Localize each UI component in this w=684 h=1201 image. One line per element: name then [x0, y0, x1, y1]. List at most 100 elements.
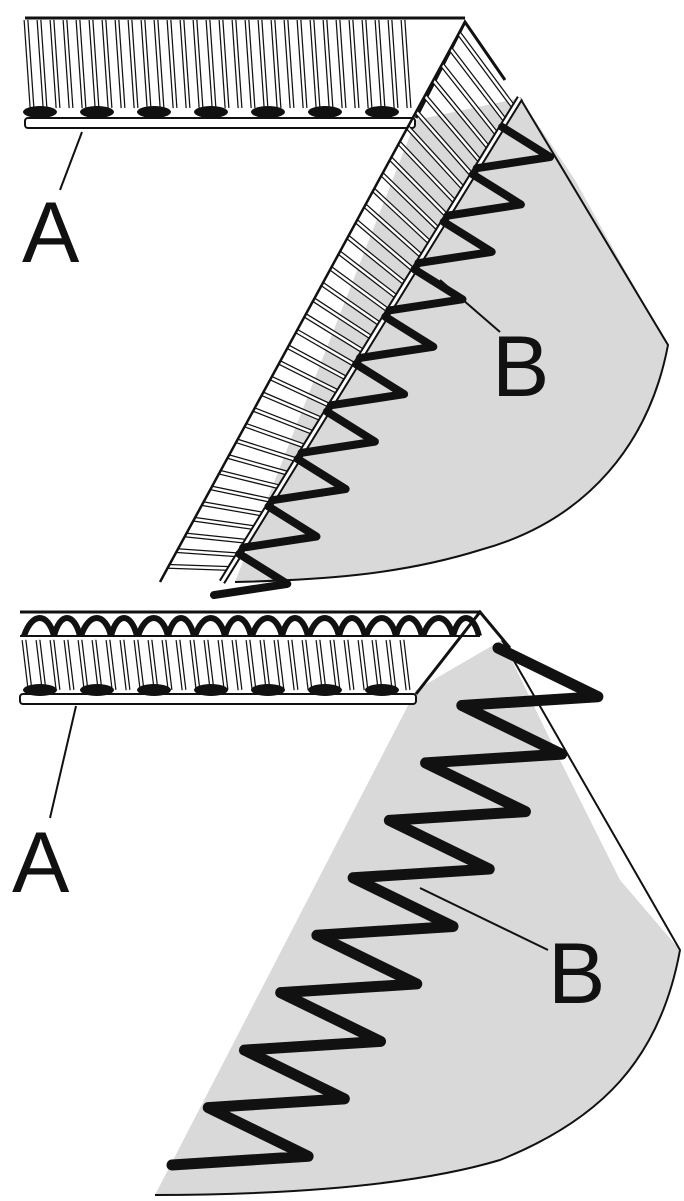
loop-thread-core [372, 189, 432, 245]
overlock-stitch [443, 170, 525, 220]
loop-thread-core [120, 639, 130, 691]
loop-thread-core [76, 19, 86, 109]
leader-line-b [439, 279, 501, 333]
top-loop [222, 615, 254, 637]
top-loop [306, 615, 342, 638]
loop-thread-core [381, 173, 440, 231]
loop-thread-core [219, 471, 281, 489]
loop-thread-core [274, 639, 284, 691]
stitch-knot [23, 684, 57, 696]
top-loop [165, 615, 197, 637]
loop-thread-core [176, 549, 239, 557]
loop-thread-core [358, 639, 368, 691]
leader-line-b [419, 887, 549, 951]
loop-thread-core [338, 251, 398, 299]
stitch-knot [365, 106, 399, 118]
loop-thread-core [154, 19, 164, 109]
loop-thread-core [78, 639, 88, 691]
top-loop [450, 615, 482, 637]
horizontal-band [21, 615, 482, 691]
bottom-figure [19, 609, 682, 1196]
loop-thread-core [415, 110, 474, 177]
loop-thread-core [386, 639, 396, 691]
stitch-knot [137, 106, 171, 118]
overlock-stitch [297, 407, 379, 457]
stitch-knot [251, 106, 285, 118]
loop-thread-core [134, 639, 144, 691]
zigzag-stitch [166, 642, 604, 1171]
overlock-stitch [414, 217, 496, 268]
loop-thread-core [364, 204, 424, 258]
loop-thread-core [50, 19, 60, 109]
loop-thread-core [347, 236, 407, 285]
loop-thread-core [349, 19, 359, 109]
loop-thread-core [232, 19, 242, 109]
leader-line-a [49, 705, 77, 819]
zigzag-line [166, 642, 604, 1171]
loop-thread-core [355, 220, 415, 272]
top-label-a: A [22, 185, 80, 281]
stitch-knot [251, 684, 285, 696]
top-loop [135, 615, 171, 638]
loop-thread-core [449, 48, 507, 122]
top-loop [363, 615, 399, 638]
loop-thread-core [398, 142, 457, 204]
overlock-stitch [268, 455, 350, 505]
loop-thread-core [232, 639, 242, 691]
loop-thread-core [310, 19, 320, 109]
loop-thread-core [246, 639, 256, 691]
top-loop [21, 615, 57, 638]
stitch-knot [308, 684, 342, 696]
stitch-knot [308, 106, 342, 118]
loop-thread-core [400, 639, 410, 691]
loop-thread-core [22, 639, 32, 691]
loop-thread-core [330, 267, 390, 312]
loop-thread-core [302, 639, 312, 691]
loop-thread-core [206, 19, 216, 109]
loop-thread-core [304, 314, 365, 353]
loop-thread-core [330, 639, 340, 691]
binding-strip [24, 117, 416, 129]
loop-thread-core [316, 639, 326, 691]
loop-thread-core [372, 639, 382, 691]
loop-thread-core [432, 79, 490, 150]
overlock-stitch [355, 312, 438, 362]
band-outer-edge [158, 21, 467, 583]
loop-thread-core [180, 19, 190, 109]
stitch-knot [137, 684, 171, 696]
loop-thread-core [63, 19, 73, 109]
loop-thread-core [253, 408, 315, 435]
loop-thread-core [128, 19, 138, 109]
loop-thread-core [115, 19, 125, 109]
top-loop [51, 615, 83, 637]
loop-thread-core [219, 19, 229, 109]
fabric-edge [154, 639, 682, 1196]
loop-thread-core [193, 518, 256, 530]
fabric-edge [234, 97, 670, 583]
loop-thread-core [210, 486, 273, 502]
loop-thread-core [227, 455, 290, 475]
loop-thread-core [218, 639, 228, 691]
loop-thread-core [168, 565, 231, 570]
loop-thread-core [106, 639, 116, 691]
overlock-stitch [326, 360, 409, 410]
loop-thread-core [36, 639, 46, 691]
loop-thread-core [193, 19, 203, 109]
loop-thread-core [323, 19, 333, 109]
top-figure [23, 16, 670, 600]
stitch-knot [80, 106, 114, 118]
loop-thread-core [375, 19, 385, 109]
loop-thread-core [260, 639, 270, 691]
loop-thread-core [362, 19, 372, 109]
horizontal-band [23, 16, 465, 109]
loop-thread-core [457, 32, 516, 109]
loop-thread-core [185, 533, 248, 543]
loop-thread-core [64, 639, 74, 691]
overlock-stitch [472, 123, 555, 173]
top-loop [192, 615, 228, 638]
leader-line-a [59, 131, 83, 191]
loop-thread-core [270, 377, 331, 407]
bottom-label-b: B [548, 926, 605, 1022]
loop-thread-core [148, 639, 158, 691]
top-loop [78, 615, 114, 638]
